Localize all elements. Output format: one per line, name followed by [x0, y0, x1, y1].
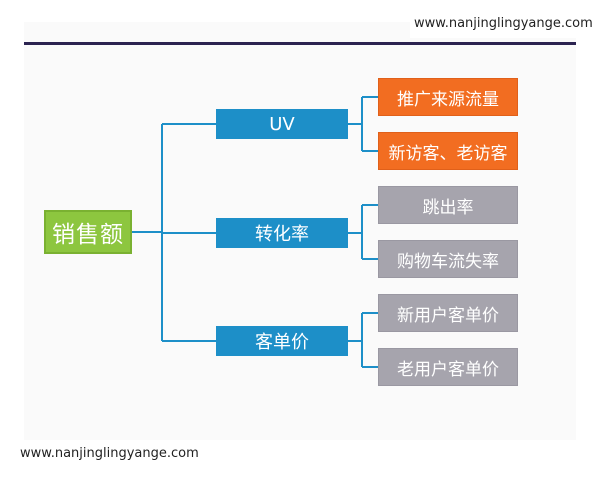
leaf-node-new-user-order-value: 新用户客单价 — [378, 294, 518, 332]
branch-node-order-value: 客单价 — [216, 326, 348, 356]
branch-node-conversion-rate: 转化率 — [216, 218, 348, 248]
header-divider — [24, 42, 576, 45]
leaf-node-returning-user-order-value: 老用户客单价 — [378, 348, 518, 386]
leaf-node-cart-abandonment: 购物车流失率 — [378, 240, 518, 278]
leaf-node-visitors: 新访客、老访客 — [378, 132, 518, 170]
leaf-node-bounce-rate: 跳出率 — [378, 186, 518, 224]
branch-node-uv: UV — [216, 109, 348, 139]
watermark-top: www.nanjinglingyange.com — [410, 10, 593, 38]
watermark-bottom: www.nanjinglingyange.com — [10, 440, 199, 468]
leaf-node-traffic-source: 推广来源流量 — [378, 78, 518, 116]
root-node-sales: 销售额 — [44, 210, 132, 254]
